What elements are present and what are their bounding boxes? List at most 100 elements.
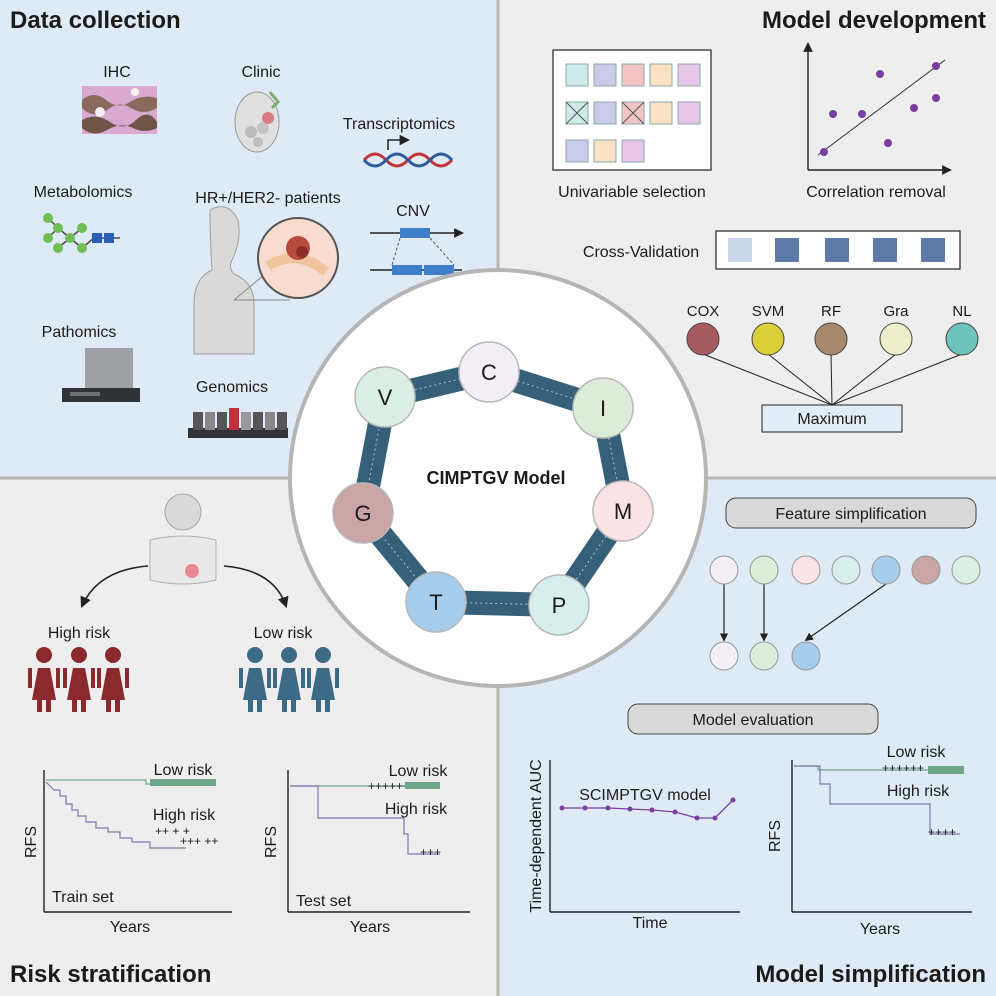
- test-xlabel: Years: [350, 919, 390, 936]
- auc-ylabel: Time-dependent AUC: [528, 759, 545, 912]
- algorithm-label: COX: [687, 303, 720, 320]
- algorithm-connector: [767, 353, 833, 406]
- model-node-letter: C: [481, 360, 497, 385]
- tumor-magnifier-icon: [257, 217, 339, 299]
- selected-feature-node: [791, 641, 821, 671]
- label-maximum: Maximum: [797, 411, 866, 428]
- simp-xlabel: Years: [860, 921, 900, 938]
- model-node-p: [528, 574, 590, 636]
- label-ihc: IHC: [103, 64, 131, 81]
- cnv-diagram-icon: [370, 228, 464, 275]
- train-km-plot: ++ + + +++ ++: [43, 770, 232, 913]
- label-patients: HR+/HER2- patients: [195, 190, 340, 207]
- auc-xlabel: Time: [633, 915, 668, 932]
- model-evaluation-box: [627, 703, 879, 735]
- feature-node: [831, 555, 861, 585]
- low-risk-person-icon: [307, 647, 339, 712]
- algorithm-label: Gra: [883, 303, 909, 320]
- feature-nodes: [709, 555, 981, 671]
- dna-helix-icon: [362, 134, 454, 168]
- feature-node: [709, 555, 739, 585]
- test-low-risk-label: Low risk: [389, 763, 449, 780]
- arrow-to-low-risk: [223, 565, 289, 609]
- label-genomics: Genomics: [196, 379, 268, 396]
- svg-text:+++: +++: [420, 845, 441, 859]
- model-node-g: [332, 482, 394, 544]
- label-low-risk-group: Low risk: [254, 625, 314, 642]
- model-node-letter: T: [429, 590, 442, 615]
- test-ylabel: RFS: [263, 826, 280, 858]
- risk-groups-people: [28, 647, 339, 712]
- feature-simplification-box: [725, 497, 977, 529]
- title-model-simplification: Model simplification: [755, 961, 986, 988]
- label-feature-simplification: Feature simplification: [775, 506, 926, 523]
- title-data-collection: Data collection: [10, 7, 181, 34]
- selected-feature-node: [709, 641, 739, 671]
- label-high-risk-group: High risk: [48, 625, 111, 642]
- model-node-c: [458, 341, 520, 403]
- low-risk-person-icon: [273, 647, 305, 712]
- label-clinic: Clinic: [241, 64, 280, 81]
- train-high-risk-label: High risk: [153, 807, 216, 824]
- model-node-letter: M: [614, 499, 632, 524]
- algorithm-node-nl: [945, 322, 979, 356]
- model-node-m: [592, 480, 654, 542]
- train-set-label: Train set: [52, 889, 114, 906]
- breast-anatomy-icon: [234, 91, 281, 153]
- selected-feature-node: [749, 641, 779, 671]
- algorithm-node-rf: [814, 322, 848, 356]
- feature-node: [911, 555, 941, 585]
- center-model-title: CIMPTGV Model: [427, 468, 566, 488]
- simp-ylabel: RFS: [767, 820, 784, 852]
- label-cnv: CNV: [396, 203, 430, 220]
- feature-selection-arrow: [804, 583, 887, 641]
- test-set-label: Test set: [296, 893, 352, 910]
- cross-validation-folds: [715, 230, 961, 270]
- label-model-evaluation: Model evaluation: [693, 712, 814, 729]
- simp-high-risk-label: High risk: [887, 783, 950, 800]
- svg-text:+++ ++: +++ ++: [180, 834, 218, 848]
- feature-node: [951, 555, 981, 585]
- svg-text:++++++: ++++++: [368, 779, 410, 793]
- algorithm-label: SVM: [752, 303, 785, 320]
- title-model-development: Model development: [762, 7, 986, 34]
- arrow-to-high-risk: [80, 565, 149, 609]
- algorithm-node-gra: [879, 322, 913, 356]
- glycan-chain-icon: [43, 213, 120, 253]
- ihc-tissue-icon: [82, 86, 157, 134]
- svg-text:++ + +: ++ + +: [155, 824, 190, 838]
- train-xlabel: Years: [110, 919, 150, 936]
- model-node-letter: G: [354, 501, 371, 526]
- algorithm-connector: [702, 353, 833, 406]
- univariable-selection-grid: [552, 49, 712, 171]
- simp-low-risk-label: Low risk: [887, 744, 947, 761]
- label-univariable-selection: Univariable selection: [558, 184, 706, 201]
- svg-text:++++: ++++: [928, 825, 956, 839]
- gene-sequence-icon: [188, 408, 288, 438]
- slide-scanner-icon: [62, 348, 140, 402]
- title-risk-stratification: Risk stratification: [10, 961, 211, 988]
- model-node-letter: I: [600, 396, 606, 421]
- algorithm-connector: [830, 353, 833, 406]
- female-figure-icon: [149, 493, 217, 585]
- auc-series-label: SCIMPTGV model: [579, 787, 711, 804]
- auc-plot: [549, 760, 740, 913]
- svg-text:++++++: ++++++: [882, 761, 924, 775]
- model-node-letter: P: [552, 593, 567, 618]
- label-cross-validation: Cross-Validation: [583, 244, 699, 261]
- algorithm-connector: [831, 353, 897, 406]
- label-pathomics: Pathomics: [42, 324, 117, 341]
- correlation-scatter: [803, 42, 952, 175]
- label-metabolomics: Metabolomics: [34, 184, 133, 201]
- feature-node: [749, 555, 779, 585]
- feature-node: [791, 555, 821, 585]
- maximum-box: [761, 404, 903, 433]
- train-low-risk-label: Low risk: [154, 762, 214, 779]
- label-transcriptomics: Transcriptomics: [343, 116, 455, 133]
- model-node-i: [572, 377, 634, 439]
- test-km-plot: ++++++ +++: [287, 770, 470, 913]
- model-node-letter: V: [378, 385, 393, 410]
